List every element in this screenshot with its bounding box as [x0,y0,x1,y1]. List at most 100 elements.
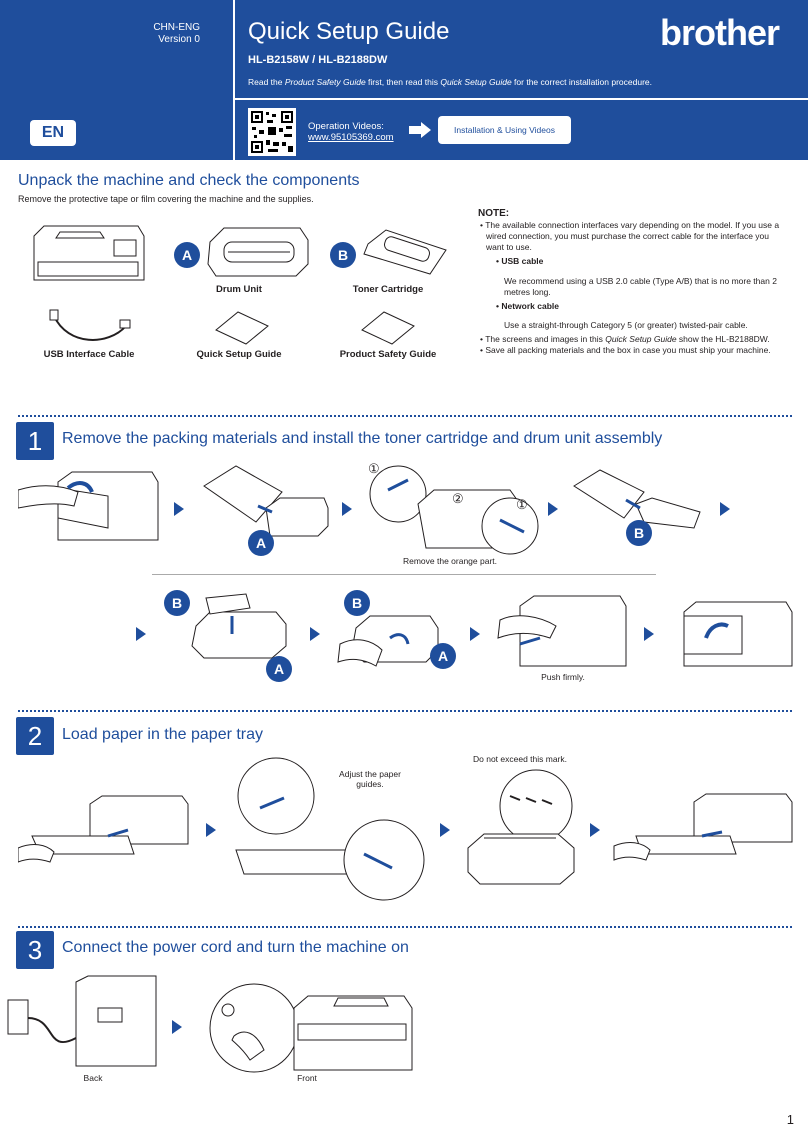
note-screens-post: show the HL-B2188DW. [676,334,770,344]
printer-illustration [33,225,145,281]
note-network-title-text: Network cable [501,300,559,311]
videos-label: Operation Videos: [308,121,384,132]
note-usb-title-text: USB cable [501,256,544,266]
power-cord-illustration [7,975,157,1067]
insert-toner-illustration [337,615,439,667]
step-arrow-icon [206,823,216,837]
step-1-number: 1 [16,422,54,460]
note-item-screens: • The screens and images in this Quick S… [480,334,770,344]
step-arrow-icon [342,502,352,516]
product-safety-guide-label: Product Safety Guide [339,349,437,360]
intro-qsg: Quick Setup Guide [440,77,512,87]
step-arrow-icon [172,1020,182,1034]
step-3-title: Connect the power cord and turn the mach… [62,939,409,956]
step-1-badge-b3: B [344,590,370,616]
paper-stack-illustration [467,769,575,885]
remove-orange-caption: Remove the orange part. [402,556,498,566]
step-arrow-icon [548,502,558,516]
insert-tray-illustration [613,793,793,861]
videos-link[interactable]: www.95105369.com [308,132,394,143]
step-1-badge-b: B [626,520,652,546]
note-item-packing-text: Save all packing materials and the box i… [485,345,771,355]
page-number: 1 [786,1112,794,1127]
step-arrow-icon [644,627,654,641]
qr-code-icon[interactable] [248,108,296,156]
drum-unit-illustration [207,227,309,277]
unwrap-drum-illustration [203,465,329,537]
step-1-badge-b2: B [164,590,190,616]
note-screens-pre: The screens and images in this [485,334,606,344]
product-safety-guide-illustration [361,311,415,345]
badge-a: A [174,242,200,268]
step-arrow-icon [470,627,480,641]
power-button-illustration [209,983,413,1073]
note-usb-title: • USB cable [496,256,544,266]
language-badge: EN [30,120,76,146]
header-rule [235,98,808,100]
push-firmly-caption: Push firmly. [541,672,585,682]
intro-mid: first, then read this [365,77,441,87]
shake-toner-illustration [191,593,287,659]
step-arrow-icon [136,627,146,641]
note-item-packing: • Save all packing materials and the box… [480,345,771,355]
badge-b: B [330,242,356,268]
brand-logo: brother [660,12,780,53]
usb-cable-illustration [49,309,131,341]
step-arrow-icon [440,823,450,837]
model-names: HL-B2158W / HL-B2188DW [248,54,388,66]
language-code: CHN-ENG [153,22,200,33]
quick-setup-guide-illustration [215,311,269,345]
step-arrow-icon [310,627,320,641]
videos-button[interactable]: Installation & Using Videos [438,116,571,144]
remove-orange-part-illustration [369,465,539,555]
note-item-interfaces: • The available connection interfaces va… [480,220,780,252]
step-1-badge-a3: A [430,643,456,669]
header-banner: CHN-ENG Version 0 EN Quick Setup Guide b… [0,0,808,160]
intro-psg: Product Safety Guide [284,77,366,87]
push-firmly-illustration [497,595,627,667]
unpack-subtitle: Remove the protective tape or film cover… [18,194,314,204]
note-heading: NOTE: [478,208,510,219]
step-3-number: 3 [16,931,54,969]
usb-cable-label: USB Interface Cable [43,349,135,360]
step-2-number: 2 [16,717,54,755]
step-arrow-icon [590,823,600,837]
step-2-title: Load paper in the paper tray [62,726,264,743]
quick-setup-guide-label: Quick Setup Guide [196,349,282,360]
close-front-cover-illustration [683,601,793,667]
front-caption: Front [297,1073,317,1083]
note-network-text: Use a straight-through Category 5 (or gr… [504,320,748,330]
version-label: Version 0 [158,34,200,45]
adjust-guides-caption: Adjust the paper guides. [339,769,401,789]
open-front-cover-illustration [18,471,159,541]
step-1-badge-a2: A [266,656,292,682]
intro-text: Read the Product Safety Guide first, the… [248,77,652,87]
section-divider [18,710,792,712]
section-divider [18,415,792,417]
note-screens-qsg: Quick Setup Guide [605,334,677,344]
step-1-badge-a: A [248,530,274,556]
note-network-title: • Network cable [496,300,559,311]
intro-post: for the correct installation procedure. [511,77,653,87]
max-mark-caption: Do not exceed this mark. [472,754,567,764]
adjust-guides-illustration [235,757,425,901]
drum-unit-label: Drum Unit [216,284,262,295]
intro-pre: Read the [248,77,285,87]
pull-out-tray-illustration [18,795,189,863]
note-box: NOTE: • The available connection interfa… [478,208,788,356]
header-divider [233,0,235,160]
callout-1: ① [368,461,380,476]
note-item-interfaces-text: The available connection interfaces vary… [485,220,780,252]
toner-cartridge-label: Toner Cartridge [352,284,424,295]
unpack-title: Unpack the machine and check the compone… [18,172,360,189]
step-arrow-icon [174,502,184,516]
toner-cartridge-illustration [363,229,447,275]
page-title: Quick Setup Guide [248,18,450,45]
callout-1b: ① [516,497,528,512]
callout-2: ② [452,491,464,506]
arrow-right-icon [409,122,431,138]
step-1-title: Remove the packing materials and install… [62,430,663,447]
step-1-separator [152,574,656,575]
note-usb-text: We recommend using a USB 2.0 cable (Type… [504,275,777,297]
unwrap-toner-illustration [573,469,701,529]
